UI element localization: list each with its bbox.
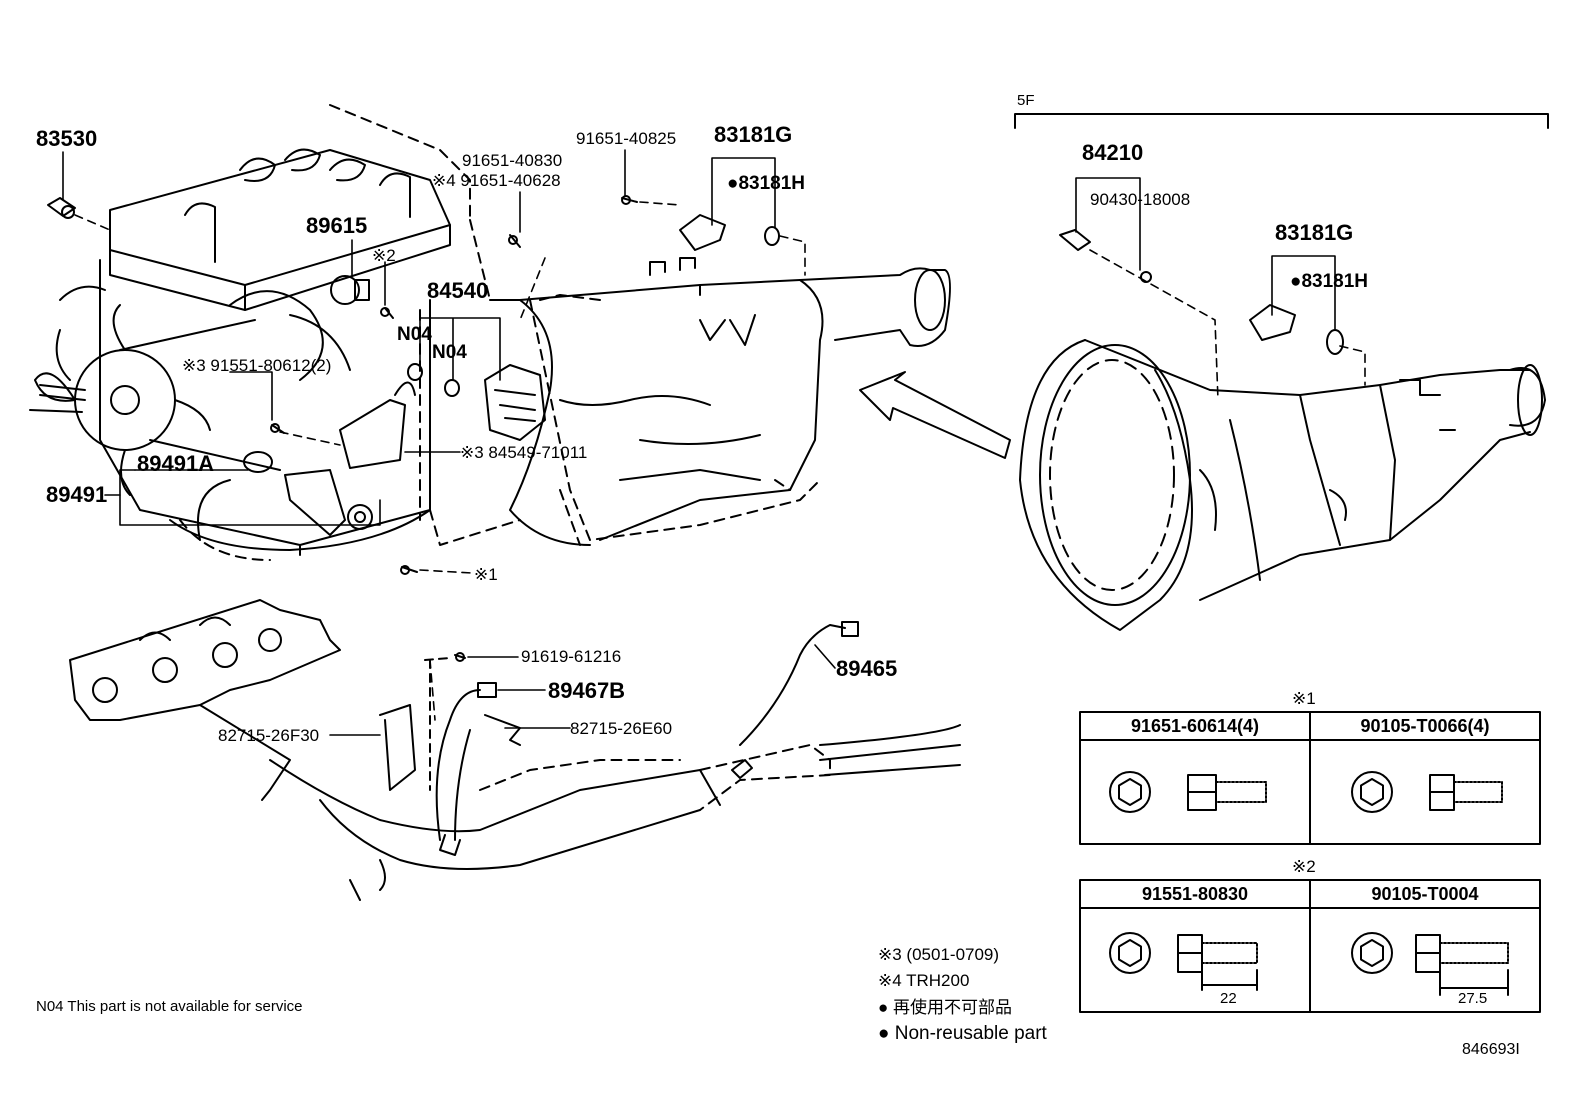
table1-mark: ※1 <box>1292 689 1316 708</box>
part-label-91651-40830: 91651-40830 <box>462 151 563 170</box>
small-parts <box>47 195 1344 698</box>
part-label-91651-40628: ※4 91651-40628 <box>432 171 561 190</box>
table2-col1-header: 91551-80830 <box>1141 884 1249 904</box>
part-label-83530: 83530 <box>36 126 98 151</box>
leader-lines <box>62 149 1366 736</box>
part-label-89615: 89615 <box>306 213 368 238</box>
note-2-marker: ※2 <box>372 246 396 265</box>
manual-transmission-illustration <box>1014 113 1549 631</box>
table2-dimension-27-5: 27.5 <box>1458 990 1488 1007</box>
part-label-83181g-center: 83181G <box>714 122 793 147</box>
table2-mark: ※2 <box>1292 857 1316 876</box>
part-label-n04-b: N04 <box>432 342 467 363</box>
legend-note-4: ※4 TRH200 <box>878 971 970 990</box>
bolt-tables <box>1079 711 1541 1013</box>
part-label-91551-80612: ※3 91551-80612(2) <box>182 356 332 375</box>
engine-illustration <box>29 104 521 561</box>
diagram-id: 846693I <box>1462 1041 1520 1058</box>
part-label-91651-40825: 91651-40825 <box>576 129 677 148</box>
part-label-83181h-right: ●83181H <box>1290 271 1369 292</box>
part-label-89491a: 89491A <box>137 451 215 476</box>
group-label-5f: 5F <box>1017 92 1035 109</box>
legend-n04-note: N04 This part is not available for servi… <box>36 998 303 1015</box>
table2-col2-header: 90105-T0004 <box>1371 884 1479 904</box>
part-label-n04-a: N04 <box>397 324 432 345</box>
legend-nonreusable-en: ● Non-reusable part <box>878 1023 1047 1044</box>
note-1-marker: ※1 <box>474 565 498 584</box>
exhaust-illustration <box>69 599 961 901</box>
transmission-illustration <box>489 257 1011 546</box>
table1-col1-header: 91651-60614(4) <box>1130 716 1260 736</box>
part-label-89465: 89465 <box>836 656 898 681</box>
part-label-89467b: 89467B <box>548 678 626 703</box>
legend-nonreusable-jp: ● 再使用不可部品 <box>878 998 1012 1017</box>
part-label-89491: 89491 <box>46 482 108 507</box>
part-label-83181h-center: ●83181H <box>727 173 806 194</box>
part-label-82715-26e60: 82715-26E60 <box>570 719 673 738</box>
part-label-83181g-right: 83181G <box>1275 220 1354 245</box>
legend-note-3: ※3 (0501-0709) <box>878 945 1000 964</box>
table2-dimension-22: 22 <box>1220 990 1237 1007</box>
table1-col2-header: 90105-T0066(4) <box>1360 716 1490 736</box>
part-label-90430-18008: 90430-18008 <box>1090 190 1191 209</box>
part-label-82715-26f30: 82715-26F30 <box>218 726 320 745</box>
part-label-84210: 84210 <box>1082 140 1144 165</box>
part-label-84540: 84540 <box>427 278 489 303</box>
part-label-91619-61216: 91619-61216 <box>521 647 622 666</box>
part-label-84549-71011: ※3 84549-71011 <box>460 443 588 462</box>
